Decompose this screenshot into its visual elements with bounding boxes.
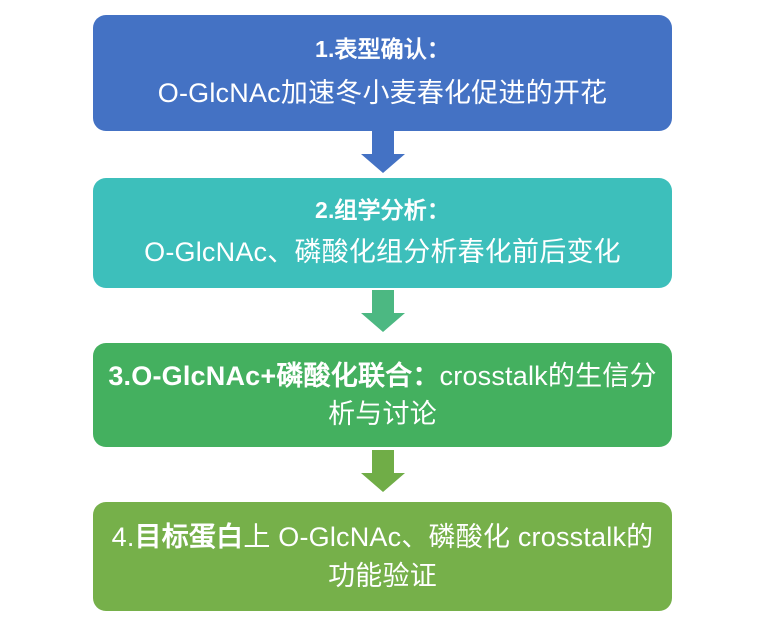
down-arrow-icon-3 — [361, 450, 405, 492]
down-arrow-icon-1 — [361, 131, 405, 173]
flow-step-3-regular: crosstalk的生信分析与讨论 — [328, 360, 657, 429]
flow-step-1-body: O-GlcNAc加速冬小麦春化促进的开花 — [157, 77, 608, 108]
flow-step-4[interactable]: 4.目标蛋白上 O-GlcNAc、磷酸化 crosstalk的功能验证 — [93, 502, 672, 611]
flow-step-2-title: 2.组学分析： — [315, 197, 450, 224]
flow-step-2[interactable]: 2.组学分析： O-GlcNAc、磷酸化组分析春化前后变化 — [93, 178, 672, 288]
flow-step-2-body: O-GlcNAc、磷酸化组分析春化前后变化 — [144, 236, 621, 267]
flow-step-3-text: 3.O-GlcNAc+磷酸化联合：crosstalk的生信分析与讨论 — [107, 357, 658, 434]
flow-step-4-regular: 上 O-GlcNAc、磷酸化 crosstalk的功能验证 — [243, 522, 654, 591]
flow-step-3[interactable]: 3.O-GlcNAc+磷酸化联合：crosstalk的生信分析与讨论 — [93, 343, 672, 447]
flow-step-1[interactable]: 1.表型确认： O-GlcNAc加速冬小麦春化促进的开花 — [93, 15, 672, 131]
flow-step-3-bold: O-GlcNAc+磷酸化联合： — [131, 360, 440, 391]
flow-step-3-number: 3. — [108, 360, 132, 391]
flow-step-1-title: 1.表型确认： — [315, 36, 450, 63]
flow-step-4-text: 4.目标蛋白上 O-GlcNAc、磷酸化 crosstalk的功能验证 — [107, 518, 658, 595]
flow-step-4-bold: 目标蛋白 — [134, 522, 244, 553]
flow-step-4-number: 4. — [111, 522, 135, 553]
down-arrow-icon-2 — [361, 290, 405, 332]
